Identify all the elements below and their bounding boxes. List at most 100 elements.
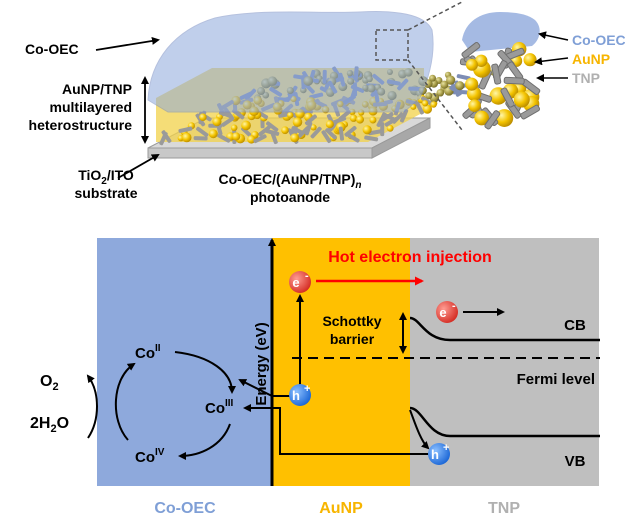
tnp-rod bbox=[253, 134, 267, 144]
co-ii-label: CoII bbox=[135, 343, 161, 362]
tnp-rod bbox=[178, 126, 193, 133]
inset-particles bbox=[459, 41, 541, 130]
tnp-rod bbox=[376, 113, 386, 128]
water-oxidation-arrow bbox=[86, 374, 98, 439]
tnp-rod bbox=[364, 135, 379, 142]
au-hole-transfer-path bbox=[238, 379, 292, 397]
tnp-rod bbox=[346, 133, 360, 143]
caption-photoanode-2: photoanode bbox=[250, 189, 330, 205]
aunp-sphere bbox=[212, 117, 222, 127]
tnp-rod bbox=[310, 126, 322, 139]
tnp-rod bbox=[217, 133, 231, 143]
co-iv-label: CoIV bbox=[135, 447, 165, 466]
tnp-rod bbox=[265, 121, 279, 132]
aunp-sphere bbox=[287, 111, 294, 119]
tnp-rod bbox=[344, 125, 357, 137]
tnp-rod bbox=[456, 74, 471, 81]
tnp-rod bbox=[338, 126, 345, 141]
region-label-tnp: TNP bbox=[488, 500, 520, 517]
svg-text:-: - bbox=[305, 270, 309, 282]
aunp-sphere bbox=[241, 120, 251, 131]
inset-aunp-sphere bbox=[513, 91, 530, 108]
inset-tnp-rod bbox=[484, 110, 501, 130]
inset-aunp-sphere bbox=[465, 77, 479, 91]
substrate-pointer bbox=[117, 154, 160, 179]
cycle-arrow-iv-to-ii bbox=[115, 362, 136, 441]
aunp-sphere bbox=[230, 124, 238, 132]
tnp-rod bbox=[384, 117, 398, 127]
co-iii-label: CoIII bbox=[205, 398, 234, 417]
schottky-label-2: barrier bbox=[330, 331, 375, 347]
aunp-sphere bbox=[181, 132, 192, 143]
top-schematic bbox=[95, 1, 498, 179]
caption-photoanode-1: Co-OEC/(AuNP/TNP)n bbox=[219, 171, 362, 191]
band-diagram: Energy (eV) Fermi level CB VB Hot electr… bbox=[86, 238, 600, 486]
cooec-pointer bbox=[95, 37, 160, 51]
cycle-arrow-ii-to-iii bbox=[174, 351, 236, 394]
fermi-level-label: Fermi level bbox=[517, 371, 595, 388]
aunp-sphere bbox=[386, 124, 394, 132]
aunp-sphere bbox=[362, 125, 372, 135]
aunp-sphere bbox=[199, 113, 207, 121]
aunp-sphere bbox=[310, 124, 317, 131]
tnp-rod bbox=[321, 130, 332, 143]
schottky-label-1: Schottky bbox=[322, 313, 381, 329]
inset-leader-top bbox=[407, 1, 463, 31]
conduction-band bbox=[409, 316, 600, 342]
inset-tnp-rod bbox=[461, 42, 481, 59]
substrate-front-face bbox=[147, 147, 373, 159]
aunp-sphere bbox=[208, 129, 218, 139]
svg-text:e: e bbox=[292, 275, 299, 290]
tnp-rod bbox=[193, 136, 208, 141]
tnp-rod bbox=[380, 122, 385, 137]
inset-aunp-sphere bbox=[475, 54, 488, 67]
aunp-sphere bbox=[429, 74, 436, 82]
aunp-sphere bbox=[355, 115, 365, 124]
aunp-sphere bbox=[430, 101, 437, 108]
water-label: 2H2O bbox=[30, 415, 69, 435]
aunp-sphere bbox=[455, 81, 465, 91]
tnp-rod bbox=[221, 116, 234, 127]
inset-leader-bottom bbox=[407, 59, 463, 131]
tnp-rod bbox=[297, 126, 310, 138]
aunp-sphere bbox=[232, 132, 241, 141]
svg-text:-: - bbox=[452, 300, 456, 312]
inset-selection-box bbox=[375, 29, 409, 61]
aunp-sphere bbox=[292, 117, 303, 127]
hole-transfer-path bbox=[243, 404, 430, 455]
tnp-rod bbox=[399, 108, 409, 123]
tnp-rod bbox=[368, 129, 383, 136]
inset-label-aunp: AuNP bbox=[572, 51, 610, 67]
aunp-sphere bbox=[349, 114, 358, 122]
inset-cooec-pointer bbox=[538, 31, 569, 41]
inset-tnp-rod bbox=[500, 87, 515, 108]
cycle-arrow-iii-to-iv bbox=[178, 423, 231, 460]
region-label-aunp: AuNP bbox=[319, 500, 363, 517]
tnp-rod bbox=[159, 131, 168, 146]
energy-axis-label: Energy (eV) bbox=[253, 322, 270, 405]
aunp-sphere bbox=[369, 116, 377, 124]
label-cooec: Co-OEC bbox=[25, 41, 79, 57]
region-label-cooec: Co-OEC bbox=[154, 500, 216, 517]
inset-aunp-sphere bbox=[468, 99, 481, 113]
aunp-sphere bbox=[421, 100, 429, 107]
substrate-side-face bbox=[371, 117, 431, 159]
inset-aunp-pointer bbox=[534, 57, 569, 66]
svg-text:h: h bbox=[292, 388, 300, 403]
inset-cooec-cap bbox=[462, 12, 540, 52]
aunp-sphere bbox=[436, 88, 445, 97]
aunp-sphere bbox=[247, 135, 256, 144]
tnp-rod bbox=[196, 126, 209, 138]
electron-tnp: e - bbox=[436, 300, 458, 323]
tnp-rod bbox=[265, 129, 280, 136]
aunp-sphere bbox=[446, 75, 456, 85]
label-substrate-1: TiO2/ITO bbox=[78, 167, 134, 187]
aunp-sphere bbox=[290, 133, 300, 143]
inset-aunp-sphere bbox=[523, 53, 537, 67]
cooec-film bbox=[147, 11, 434, 113]
cb-label: CB bbox=[564, 317, 586, 334]
o2-label: O2 bbox=[40, 373, 59, 393]
label-substrate-2: substrate bbox=[74, 185, 137, 201]
tnp-rod bbox=[332, 116, 347, 125]
svg-text:h: h bbox=[431, 447, 439, 462]
